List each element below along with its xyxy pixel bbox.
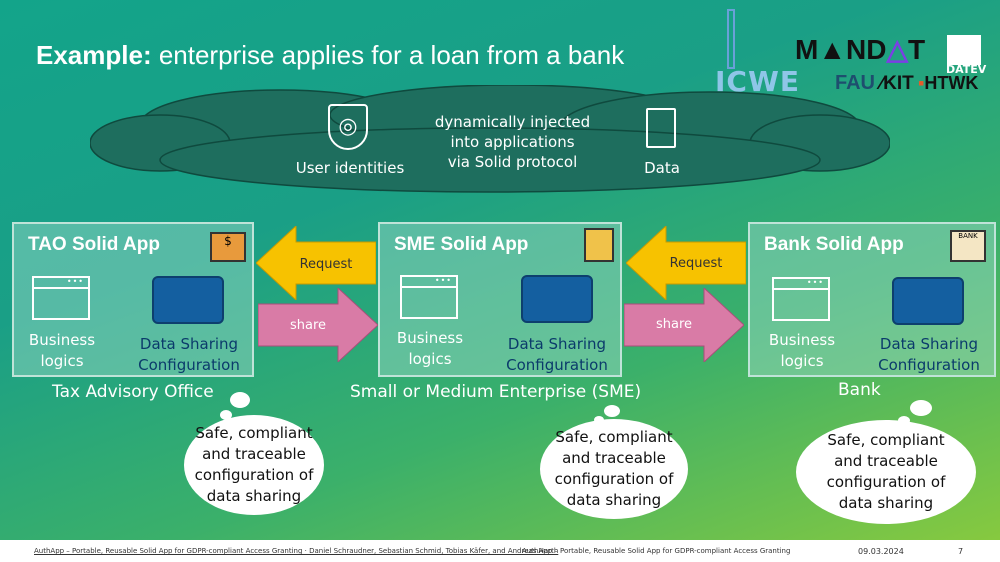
app-title: Bank Solid App xyxy=(764,234,904,255)
business-logic-window-icon: ••• xyxy=(400,275,458,319)
footer: AuthApp – Portable, Reusable Solid App f… xyxy=(0,540,1000,562)
htwk-logo: ▪HTWK xyxy=(918,73,979,93)
app-title: SME Solid App xyxy=(394,234,529,255)
footer-authors: AuthApp – Portable, Reusable Solid App f… xyxy=(34,547,559,555)
tower-icon xyxy=(727,9,735,69)
data-sharing-config-label: Data Sharing Configuration xyxy=(506,335,608,374)
data-sharing-config-icon[interactable] xyxy=(152,276,224,324)
footer-date: 09.03.2024 xyxy=(858,547,904,556)
data-sharing-config-label: Data Sharing Configuration xyxy=(878,335,980,374)
business-logics-label: Business logics xyxy=(768,331,836,370)
datev-label: DATEV xyxy=(946,63,987,76)
bank-icon: BANK xyxy=(950,230,986,262)
business-logics-label: Business logics xyxy=(28,331,96,370)
request-arrow xyxy=(256,226,376,300)
data-sharing-config-label: Data Sharing Configuration xyxy=(138,335,240,374)
tax-office-building-icon: $ xyxy=(210,232,246,262)
office-building-icon xyxy=(584,228,614,262)
slide-title: Example: enterprise applies for a loan f… xyxy=(36,40,625,70)
document-icon xyxy=(646,108,676,148)
data-sharing-config-icon[interactable] xyxy=(892,277,964,325)
cloud-line: via Solid protocol xyxy=(447,153,578,171)
logos: ICWE M▲ND△T DATEV FAU ⁄KIT ▪HTWK xyxy=(715,5,1000,98)
share-label: share xyxy=(655,317,693,332)
fau-logo: FAU xyxy=(835,72,875,94)
thought-bubble-dot xyxy=(604,405,620,417)
business-logic-window-icon: ••• xyxy=(772,277,830,321)
share-arrow xyxy=(624,288,744,362)
data-sharing-config-icon[interactable] xyxy=(521,275,593,323)
business-logics-label: Business logics xyxy=(396,329,464,368)
page-number: 7 xyxy=(958,547,964,556)
request-arrow xyxy=(626,226,746,300)
share-label: share xyxy=(289,318,327,333)
request-label: Request xyxy=(299,257,353,272)
cloud-line: dynamically injected xyxy=(434,113,591,131)
user-identities-label: User identities xyxy=(295,159,405,177)
cloud-center-text: dynamically injected into applications v… xyxy=(420,112,605,172)
thought-bubble-dot xyxy=(230,392,250,408)
thought-bubble-dot xyxy=(910,400,932,416)
data-label: Data xyxy=(644,159,680,177)
app-caption: Tax Advisory Office xyxy=(52,382,214,402)
app-title: TAO Solid App xyxy=(28,234,160,255)
app-caption: Small or Medium Enterprise (SME) xyxy=(350,382,642,402)
business-logic-window-icon: ••• xyxy=(32,276,90,320)
mandat-logo: M▲ND△T xyxy=(795,34,926,65)
datev-logo xyxy=(947,35,981,65)
thought-bubble-dot xyxy=(220,410,232,420)
footer-title: AuthApp – Portable, Reusable Solid App f… xyxy=(522,547,791,555)
kit-logo: ⁄KIT xyxy=(880,73,914,94)
fingerprint-shield-icon: ◎ xyxy=(328,104,368,150)
share-arrow xyxy=(258,288,378,362)
request-label: Request xyxy=(669,256,723,271)
app-caption: Bank xyxy=(838,380,881,400)
cloud-line: into applications xyxy=(450,133,575,151)
